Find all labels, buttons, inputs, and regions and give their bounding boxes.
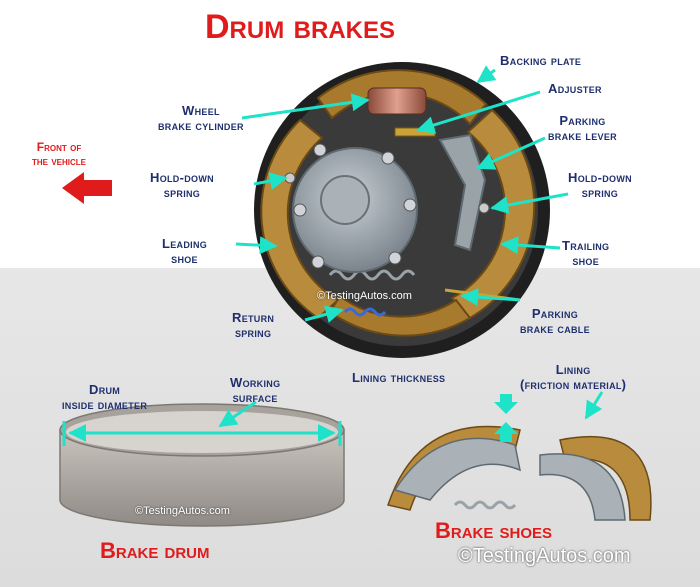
caption-brake-shoes: Brake shoes (435, 518, 553, 543)
watermark-page: ©TestingAutos.com (458, 545, 631, 567)
pointer-lines (62, 65, 604, 446)
brake-shoes (387, 425, 652, 521)
page-title: Drum brakes (205, 8, 395, 46)
return-spring (328, 269, 416, 281)
label-lining-thickness: Lining thickness (352, 370, 446, 385)
watermark-assembly: ©TestingAutos.com (317, 290, 412, 302)
front-arrow-icon (62, 172, 112, 204)
parking-brake-lever (438, 133, 487, 252)
label-backing-plate: Backing plate (500, 53, 582, 68)
adjuster (394, 127, 436, 137)
label-lining: Lining(friction material) (520, 362, 627, 392)
watermark-drum: ©TestingAutos.com (135, 505, 230, 517)
label-adjuster: Adjuster (548, 81, 602, 96)
caption-brake-drum: Brake drum (100, 538, 210, 563)
wheel-brake-cylinder (367, 87, 427, 115)
lining-thickness-arrow-down-icon (494, 394, 518, 414)
lining-thickness-arrow-up-icon (494, 422, 518, 442)
brake-assembly (254, 62, 550, 358)
